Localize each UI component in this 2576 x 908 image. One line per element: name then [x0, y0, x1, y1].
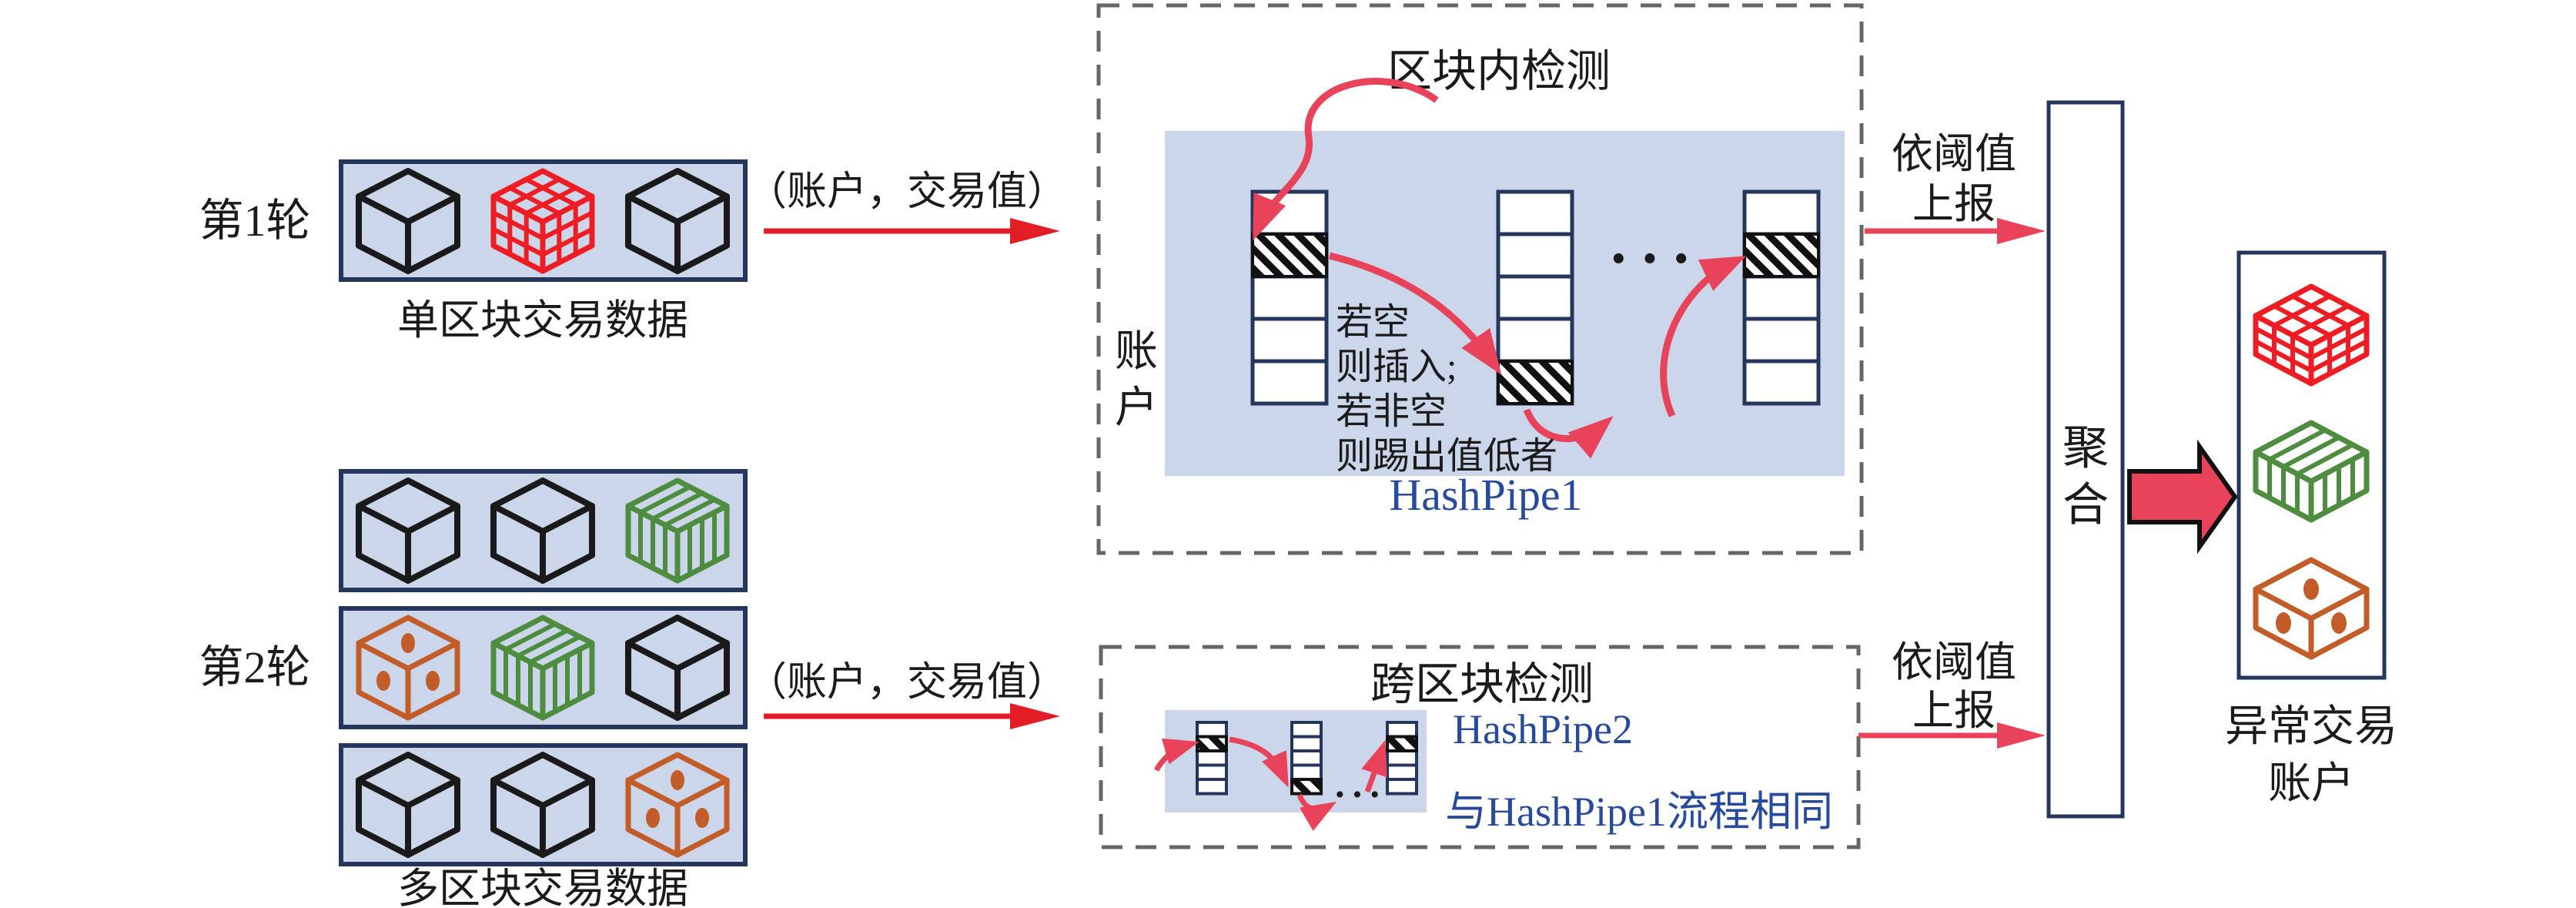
intra-block-detection-box: 区块内检测 账 户 [1096, 3, 1864, 555]
occupied-slot-icon [1196, 735, 1228, 752]
rule-line-4: 则踢出值低者 [1336, 436, 1557, 477]
ellipsis-dots: ··· [1333, 772, 1386, 816]
tuple-arrow-round2: （账户，交易值） [747, 661, 1067, 729]
cube-anomaly-red-icon [493, 171, 592, 271]
aggregate-label-char1: 聚 [2062, 423, 2109, 474]
kickout-flow-arrow-2 [1523, 408, 1614, 459]
cross-block-detection-box: 跨区块检测 ·· [1099, 645, 1861, 849]
round1-section: 第1轮 单区块交易数据 [199, 159, 748, 343]
mini-flow-arrow-3 [1361, 739, 1387, 793]
occupied-slot-icon [1251, 233, 1328, 278]
round1-label: 第1轮 [199, 196, 310, 246]
report-arrow-bottom: 依阈值 上报 [1858, 639, 2046, 749]
tuple-label-1: （账户，交易值） [747, 170, 1067, 214]
kickout-flow-arrow-1 [1328, 252, 1502, 375]
report-label-line2: 上报 [1912, 181, 1996, 227]
mini-hash-column-2 [1290, 721, 1323, 796]
dashed-border [1096, 3, 1864, 555]
mini-flow-arrow-2 [1296, 793, 1337, 831]
hashpipe2-label: HashPipe2 [1453, 706, 1633, 752]
tuple-label-2: （账户，交易值） [747, 661, 1067, 705]
mini-flow-arrow-1 [1229, 736, 1289, 788]
arrow-head-icon [1997, 218, 2046, 244]
round1-caption: 单区块交易数据 [397, 297, 688, 343]
mini-hash-column-1 [1196, 721, 1228, 796]
hash-column-3 [1742, 189, 1821, 406]
mini-insert-arrow [1153, 738, 1199, 772]
aggregate-label-char2: 合 [2062, 480, 2109, 531]
output-caption-line2: 账户 [2268, 760, 2354, 808]
arrow-head-icon [1997, 722, 2046, 749]
ellipsis-dots: ··· [1608, 225, 1702, 293]
hash-column-2 [1496, 189, 1574, 406]
occupied-slot-icon [1497, 360, 1574, 405]
account-label-char1: 账 [1115, 328, 1158, 376]
occupied-slot-icon [1743, 233, 1820, 278]
rule-line-1: 若空 [1336, 302, 1410, 343]
occupied-slot-icon [1290, 778, 1323, 796]
rule-line-3: 若非空 [1336, 391, 1447, 432]
aggregate-rect [2046, 100, 2125, 819]
mini-hash-column-3 [1386, 721, 1418, 796]
dashed-border [1099, 645, 1861, 849]
round2-section: 第2轮 多区块交易数据 [199, 469, 748, 908]
report-label-line2: 上报 [1912, 688, 1996, 734]
round2-caption: 多区块交易数据 [397, 866, 688, 908]
arrow-head-icon [1010, 218, 1060, 244]
account-label-char2: 户 [1115, 384, 1158, 432]
occupied-slot-icon [1386, 735, 1418, 752]
intra-title: 区块内检测 [1387, 46, 1611, 96]
insert-flow-arrow [1253, 78, 1439, 241]
tuple-arrow-round1: （账户，交易值） [747, 170, 1067, 244]
report-arrow-top: 依阈值 上报 [1865, 131, 2046, 244]
output-caption-line1: 异常交易 [2225, 703, 2397, 751]
aggregation-box: 聚 合 [2046, 100, 2125, 819]
rule-line-2: 则插入; [1336, 347, 1457, 387]
hashpipe1-label: HashPipe1 [1389, 470, 1582, 520]
hashpipe2-note: 与HashPipe1流程相同 [1445, 789, 1833, 835]
round2-label: 第2轮 [199, 642, 310, 692]
output-section: 异常交易 账户 [2127, 250, 2397, 808]
cross-title: 跨区块检测 [1370, 659, 1594, 709]
arrow-head-icon [1010, 703, 1060, 729]
block-arrow-icon [2127, 439, 2238, 555]
reinsert-flow-arrow [1660, 256, 1747, 417]
report-label-line1: 依阈值 [1892, 639, 2016, 685]
report-label-line1: 依阈值 [1892, 131, 2016, 177]
